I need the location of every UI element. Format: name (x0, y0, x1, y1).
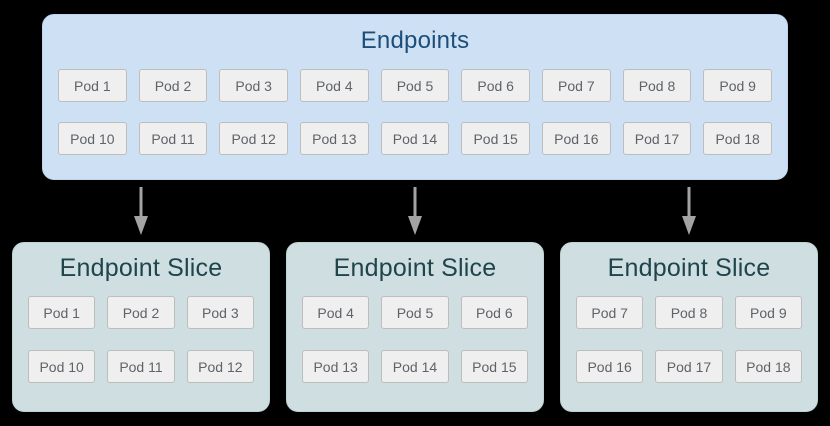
pod-chip: Pod 5 (380, 69, 450, 102)
pod-chip: Pod 17 (655, 350, 723, 383)
endpoint-slice-title: Endpoint Slice (59, 254, 223, 282)
endpoints-pod-grid: Pod 1 Pod 2 Pod 3 Pod 4 Pod 5 Pod 6 Pod … (43, 69, 787, 155)
endpoint-slice-box-2: Endpoint Slice Pod 4 Pod 5 Pod 6 Pod 13 … (286, 242, 544, 412)
pod-chip: Pod 9 (734, 296, 802, 329)
pod-chip: Pod 1 (58, 69, 127, 102)
endpoint-slice-title: Endpoint Slice (333, 254, 497, 282)
pod-chip: Pod 7 (541, 69, 611, 102)
endpoints-box: Endpoints Pod 1 Pod 2 Pod 3 Pod 4 Pod 5 … (42, 14, 788, 180)
down-arrow-icon (134, 187, 148, 235)
slice-pod-grid: Pod 1 Pod 2 Pod 3 Pod 10 Pod 11 Pod 12 (13, 296, 269, 383)
pod-chip: Pod 2 (138, 69, 208, 102)
pod-chip: Pod 13 (299, 122, 369, 155)
pod-chip: Pod 14 (380, 122, 450, 155)
endpoint-slice-box-3: Endpoint Slice Pod 7 Pod 8 Pod 9 Pod 16 … (560, 242, 818, 412)
pod-chip: Pod 6 (460, 296, 528, 329)
pod-chip: Pod 12 (186, 350, 254, 383)
pod-chip: Pod 3 (219, 69, 288, 102)
endpoint-slice-title: Endpoint Slice (607, 254, 771, 282)
pod-chip: Pod 6 (461, 69, 530, 102)
pod-chip: Pod 16 (576, 350, 644, 383)
pod-chip: Pod 4 (299, 69, 369, 102)
slice-pod-grid: Pod 7 Pod 8 Pod 9 Pod 16 Pod 17 Pod 18 (561, 296, 817, 383)
pod-chip: Pod 1 (28, 296, 96, 329)
endpoint-slice-box-1: Endpoint Slice Pod 1 Pod 2 Pod 3 Pod 10 … (12, 242, 270, 412)
pod-chip: Pod 12 (219, 122, 288, 155)
pod-chip: Pod 4 (302, 296, 370, 329)
arrows-row (0, 187, 830, 235)
slice-pod-grid: Pod 4 Pod 5 Pod 6 Pod 13 Pod 14 Pod 15 (287, 296, 543, 383)
down-arrow-icon (408, 187, 422, 235)
pod-chip: Pod 18 (734, 350, 802, 383)
slices-row: Endpoint Slice Pod 1 Pod 2 Pod 3 Pod 10 … (0, 242, 830, 412)
pod-chip: Pod 18 (703, 122, 772, 155)
pod-chip: Pod 17 (622, 122, 692, 155)
pod-chip: Pod 14 (381, 350, 449, 383)
pod-chip: Pod 8 (622, 69, 692, 102)
pod-chip: Pod 15 (460, 350, 528, 383)
pod-chip: Pod 2 (107, 296, 175, 329)
pod-chip: Pod 11 (138, 122, 208, 155)
pod-chip: Pod 10 (28, 350, 96, 383)
pod-chip: Pod 10 (58, 122, 127, 155)
pod-chip: Pod 7 (576, 296, 644, 329)
pod-chip: Pod 13 (302, 350, 370, 383)
pod-chip: Pod 8 (655, 296, 723, 329)
pod-chip: Pod 3 (186, 296, 254, 329)
pod-chip: Pod 5 (381, 296, 449, 329)
down-arrow-icon (682, 187, 696, 235)
endpoints-title: Endpoints (360, 27, 470, 54)
pod-chip: Pod 15 (461, 122, 530, 155)
pod-chip: Pod 9 (703, 69, 772, 102)
pod-chip: Pod 16 (541, 122, 611, 155)
pod-chip: Pod 11 (107, 350, 175, 383)
